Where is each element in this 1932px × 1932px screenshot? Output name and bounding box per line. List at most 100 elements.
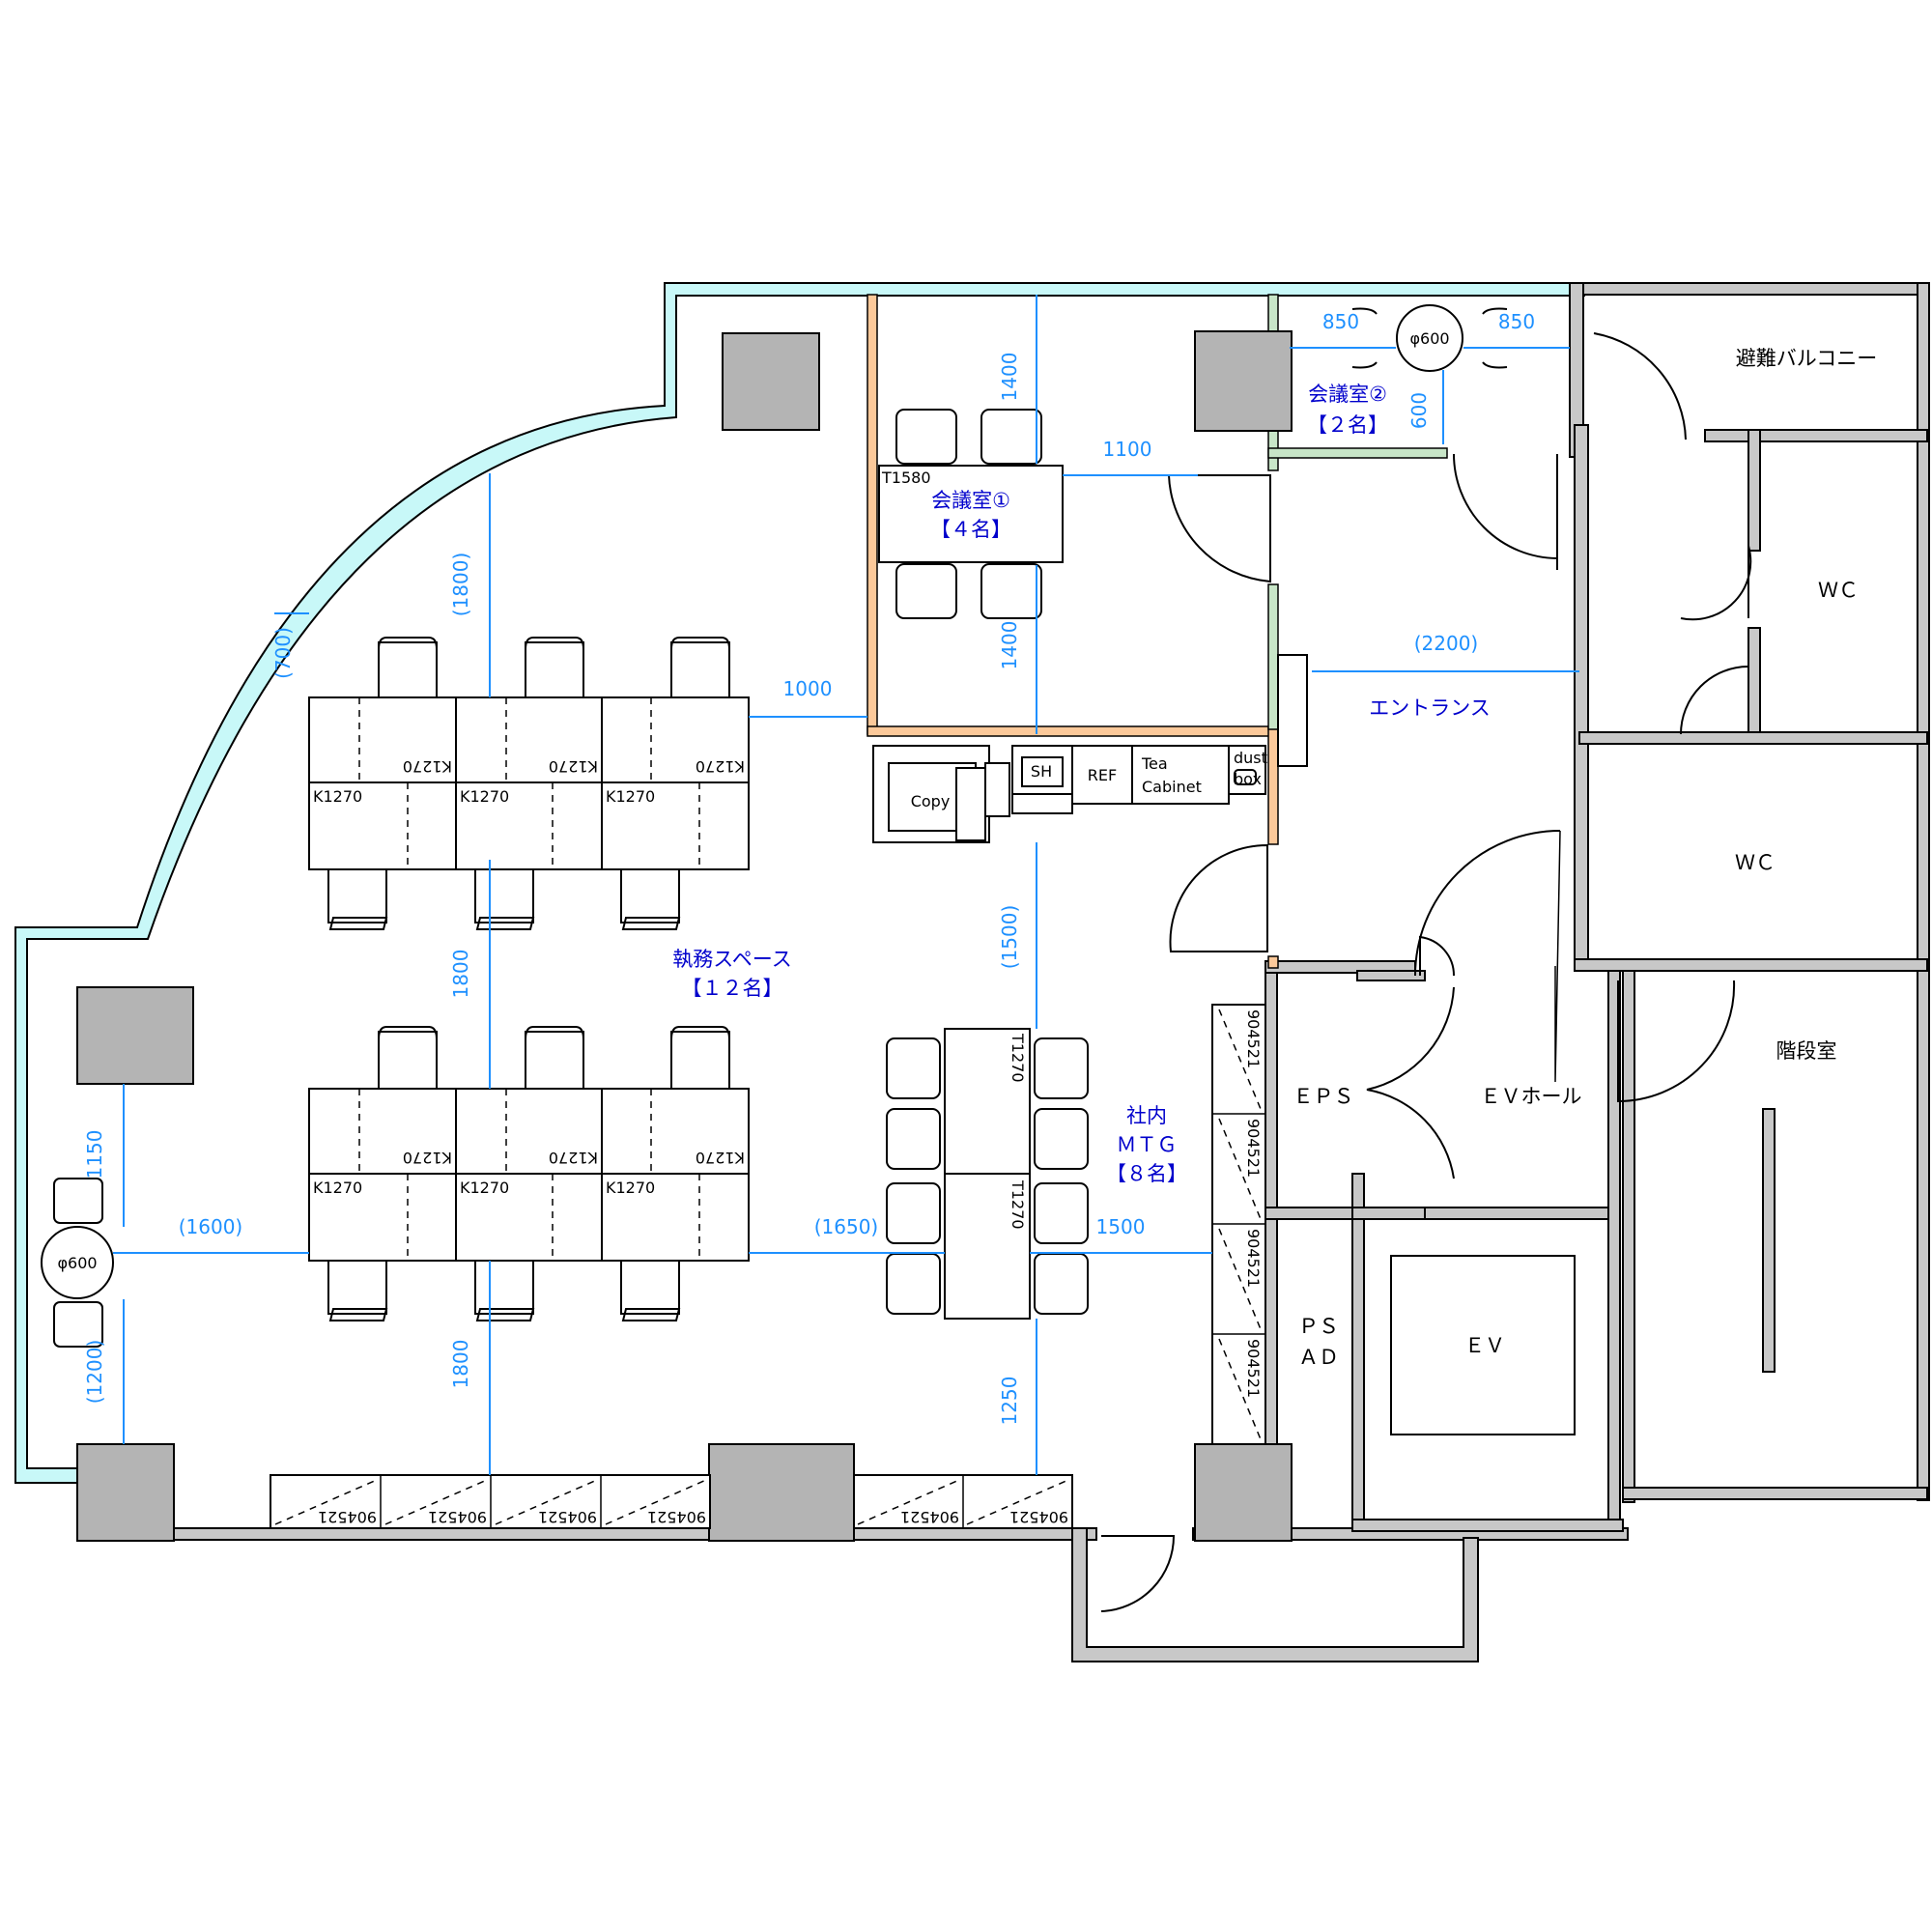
label-cabinet-unit: 904521	[900, 1508, 959, 1526]
dim-1400-lower: 1400	[998, 621, 1021, 670]
dim-1150: 1150	[83, 1130, 106, 1179]
dim-1800-lower: 1800	[449, 1340, 472, 1389]
label-desk: K1270	[460, 787, 509, 806]
pantry-cabinets	[872, 745, 1266, 843]
column	[76, 1443, 175, 1542]
label-ev: ＥＶ	[1464, 1334, 1505, 1357]
label-meeting2-capacity: 【２名】	[1307, 413, 1388, 437]
label-cabinet-unit: 904521	[1244, 1339, 1263, 1398]
label-desk: K1270	[549, 757, 598, 776]
label-eps: ＥＰＳ	[1293, 1085, 1354, 1108]
dim-1000: 1000	[783, 677, 833, 700]
label-desk: K1270	[696, 1149, 745, 1167]
label-cabinet-unit: 904521	[647, 1508, 706, 1526]
dimension-lines	[113, 295, 1579, 1475]
dim-1250: 1250	[998, 1377, 1021, 1426]
column	[1194, 1443, 1293, 1542]
label-ad: ＡＤ	[1298, 1346, 1339, 1369]
label-cabinet-unit: 904521	[428, 1508, 487, 1526]
ev-wall-n	[1264, 1207, 1619, 1220]
label-desk: K1270	[606, 1179, 655, 1197]
eps-wall-n2	[1356, 970, 1426, 981]
wc-wall-v2	[1747, 627, 1761, 735]
lounge-chairs	[53, 1178, 103, 1348]
storage-cabinets	[270, 1004, 1266, 1529]
label-cabinet-unit: 904521	[318, 1508, 377, 1526]
label-desk: K1270	[313, 787, 362, 806]
ev-wall-n-left	[1351, 1207, 1426, 1220]
dim-1400-upper: 1400	[998, 353, 1021, 402]
stair-wall-s	[1622, 1487, 1928, 1500]
dim-1800-middle: 1800	[449, 950, 472, 999]
label-box: box	[1234, 770, 1262, 788]
lounge-round-table	[41, 1226, 114, 1299]
dim-1200: (1200)	[83, 1340, 106, 1405]
label-cabinet-unit: 904521	[1244, 1229, 1263, 1288]
label-desk: K1270	[460, 1179, 509, 1197]
label-mtg-line2: ＭＴＧ	[1117, 1133, 1178, 1156]
south-wall	[76, 1527, 1097, 1541]
label-ps: ＰＳ	[1298, 1315, 1339, 1338]
label-meeting1-table: T1580	[881, 469, 931, 487]
balcony-wall-top	[1569, 282, 1928, 296]
meeting2-round-table	[1396, 304, 1463, 372]
label-meeting1-capacity: 【４名】	[930, 518, 1011, 541]
label-desk: K1270	[696, 757, 745, 776]
label-entrance: エントランス	[1369, 696, 1491, 720]
dim-850-right: 850	[1498, 310, 1535, 333]
label-wc-1: ＷＣ	[1818, 579, 1859, 602]
stair-rail	[1762, 1108, 1776, 1373]
dim-1600: (1600)	[179, 1215, 243, 1238]
ps-wall-e	[1351, 1173, 1365, 1532]
elevator-car	[1390, 1255, 1576, 1435]
vestibule-wall	[1071, 1527, 1479, 1662]
label-cabinet: Cabinet	[1142, 778, 1202, 796]
stair-wall-w	[1622, 970, 1635, 1503]
east-wall	[1917, 282, 1930, 1501]
label-work-space: 執務スペース	[672, 948, 791, 971]
label-cabinet-unit: 904521	[1244, 1009, 1263, 1068]
partition-orange-2	[1267, 955, 1279, 969]
dim-700: (700)	[271, 627, 295, 679]
entrance-wall-green	[1267, 583, 1279, 730]
dim-1800-upper: (1800)	[449, 553, 472, 617]
label-stairs: 階段室	[1776, 1039, 1837, 1063]
label-cabinet-unit: 904521	[1009, 1508, 1068, 1526]
meeting1-table	[878, 465, 1064, 563]
label-mtg-table: T1270	[1009, 1033, 1027, 1083]
column	[722, 332, 820, 431]
dim-1500-vertical: (1500)	[998, 905, 1021, 970]
label-mtg-line1: 社内	[1126, 1104, 1167, 1127]
dim-850-left: 850	[1322, 310, 1359, 333]
dim-1500-horizontal: 1500	[1096, 1215, 1146, 1238]
wc-wall-mid	[1578, 731, 1928, 745]
label-desk: K1270	[403, 757, 452, 776]
label-mtg-table: T1270	[1009, 1179, 1027, 1230]
label-meeting2: 会議室②	[1308, 383, 1387, 406]
wc-wall-v1	[1747, 429, 1761, 552]
label-cabinet-unit: 904521	[1244, 1119, 1263, 1178]
meeting2-wall-s	[1267, 447, 1448, 459]
label-work-space-capacity: 【１２名】	[682, 977, 783, 1000]
exterior-glazing-wall	[14, 282, 1585, 1484]
entrance-counter	[1277, 654, 1308, 767]
label-mtg-capacity: 【８名】	[1106, 1162, 1187, 1185]
column	[76, 986, 194, 1085]
meeting1-wall-w	[867, 294, 878, 735]
label-copy: Copy	[911, 792, 951, 810]
label-round-table-meeting2: φ600	[1409, 329, 1449, 348]
desk-group-lower	[308, 1088, 750, 1262]
column	[708, 1443, 855, 1542]
desk-chairs	[327, 637, 730, 1321]
dim-600: 600	[1407, 392, 1431, 429]
desk-group-upper	[308, 696, 750, 870]
label-sh: SH	[1031, 762, 1052, 781]
meeting1-chairs	[895, 409, 1042, 619]
partition-orange	[1267, 725, 1279, 845]
core-wall-b	[1574, 424, 1589, 967]
label-ref: REF	[1088, 766, 1117, 784]
meeting1-wall-s	[867, 725, 1279, 737]
label-balcony: 避難バルコニー	[1736, 347, 1878, 370]
wc-wall-top	[1704, 429, 1928, 442]
label-tea: Tea	[1141, 754, 1168, 773]
